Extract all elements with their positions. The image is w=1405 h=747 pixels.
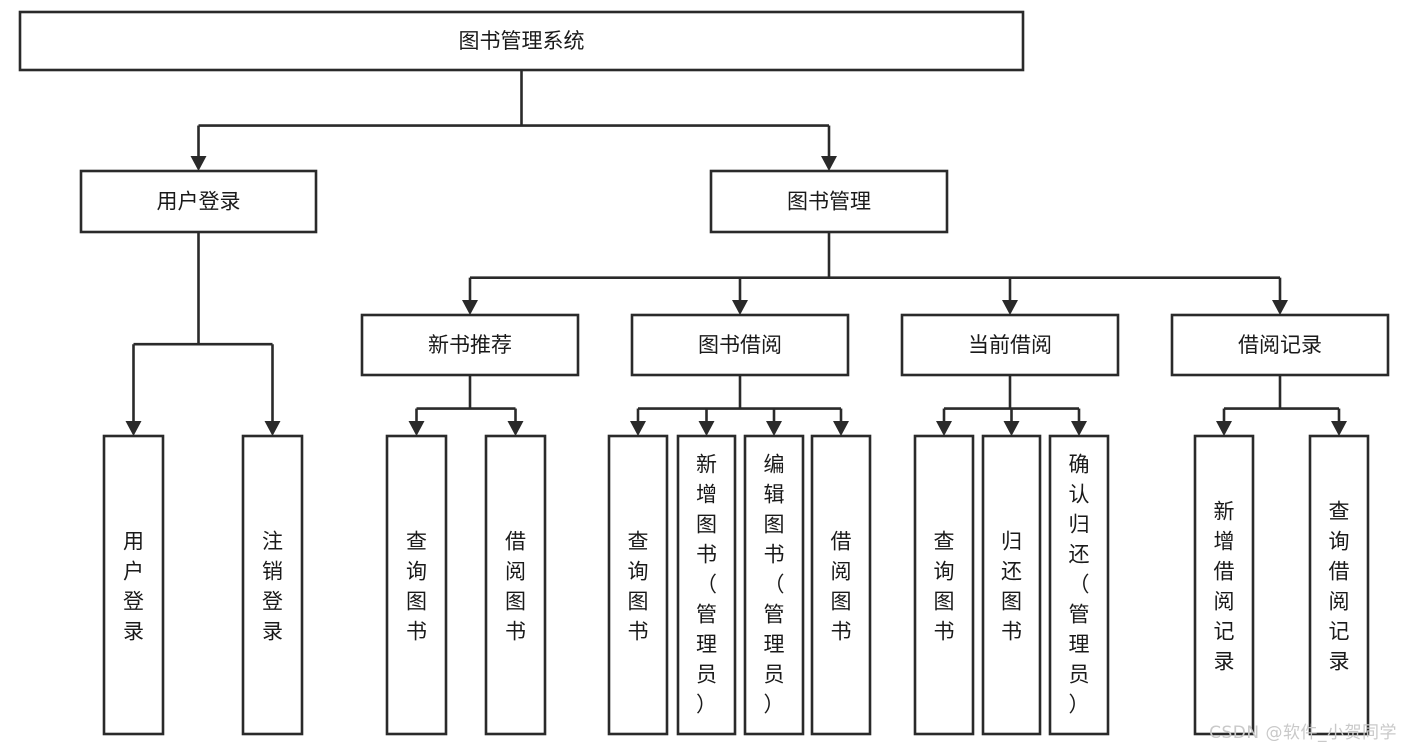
node-leaf-add-record[interactable]: 新增借阅记录 — [1193, 434, 1255, 736]
arrow-head-icon — [630, 421, 646, 436]
node-label: 借阅记录 — [1238, 333, 1322, 357]
node-box[interactable] — [241, 434, 304, 736]
arrow-head-icon — [1331, 421, 1347, 436]
connector-layer — [125, 70, 1347, 436]
node-label: 查询图书 — [628, 529, 649, 643]
node-leaf-query-record[interactable]: 查询借阅记录 — [1308, 434, 1370, 736]
node-box[interactable] — [1193, 434, 1255, 736]
node-leaf-borrow-book-2[interactable]: 借阅图书 — [810, 434, 872, 736]
node-leaf-confirm-return[interactable]: 确认归还（管理员） — [1048, 434, 1110, 736]
node-label: 借阅图书 — [831, 529, 852, 643]
node-label: 图书管理 — [787, 190, 871, 214]
node-box[interactable] — [79, 169, 318, 234]
node-label: 归还图书 — [1001, 529, 1022, 643]
arrow-head-icon — [1003, 421, 1020, 436]
arrow-head-icon — [1071, 421, 1087, 436]
node-box[interactable] — [1170, 313, 1390, 377]
node-leaf-add-book[interactable]: 新增图书（管理员） — [676, 434, 737, 736]
node-leaf-user-login[interactable]: 用户登录 — [102, 434, 165, 736]
node-book-borrow[interactable]: 图书借阅 — [630, 313, 850, 377]
node-box[interactable] — [981, 434, 1042, 736]
node-leaf-query-book-2[interactable]: 查询图书 — [607, 434, 669, 736]
node-leaf-query-book-3[interactable]: 查询图书 — [913, 434, 975, 736]
node-root[interactable]: 图书管理系统 — [18, 10, 1025, 72]
arrow-head-icon — [408, 421, 425, 436]
node-box[interactable] — [1308, 434, 1370, 736]
node-label: 查询图书 — [934, 529, 955, 643]
arrow-head-icon — [1216, 421, 1232, 436]
node-label: 当前借阅 — [968, 333, 1052, 357]
node-leaf-edit-book[interactable]: 编辑图书（管理员） — [743, 434, 805, 736]
arrow-head-icon — [732, 300, 748, 315]
node-box[interactable] — [360, 313, 580, 377]
node-label: 确认归还（管理员） — [1069, 452, 1090, 716]
node-label: 新增图书（管理员） — [696, 452, 717, 716]
arrow-head-icon — [125, 421, 142, 436]
watermark-text: CSDN @软件_小贺同学 — [1209, 723, 1397, 743]
arrow-head-icon — [462, 300, 478, 315]
node-new-book-rec[interactable]: 新书推荐 — [360, 313, 580, 377]
arrow-head-icon — [766, 421, 782, 436]
node-box[interactable] — [385, 434, 448, 736]
node-leaf-user-logout[interactable]: 注销登录 — [241, 434, 304, 736]
node-box[interactable] — [18, 10, 1025, 72]
arrow-head-icon — [698, 421, 715, 436]
node-box[interactable] — [1048, 434, 1110, 736]
node-box[interactable] — [630, 313, 850, 377]
node-box[interactable] — [102, 434, 165, 736]
node-box[interactable] — [484, 434, 547, 736]
node-label: 图书管理系统 — [459, 29, 585, 53]
node-leaf-query-book-1[interactable]: 查询图书 — [385, 434, 448, 736]
node-label: 注销登录 — [262, 529, 283, 643]
arrow-head-icon — [821, 156, 837, 171]
arrow-head-icon — [264, 421, 281, 436]
node-box[interactable] — [709, 169, 949, 234]
node-box[interactable] — [743, 434, 805, 736]
node-box[interactable] — [607, 434, 669, 736]
node-label: 借阅图书 — [505, 529, 526, 643]
arrow-head-icon — [833, 421, 849, 436]
arrow-head-icon — [1002, 300, 1018, 315]
node-leaf-borrow-book-1[interactable]: 借阅图书 — [484, 434, 547, 736]
node-layer: 图书管理系统用户登录图书管理新书推荐图书借阅当前借阅借阅记录用户登录注销登录查询… — [18, 10, 1390, 736]
arrow-head-icon — [190, 156, 207, 171]
node-label: 图书借阅 — [698, 333, 782, 357]
arrow-head-icon — [1272, 300, 1288, 315]
node-user-login[interactable]: 用户登录 — [79, 169, 318, 234]
node-borrow-record[interactable]: 借阅记录 — [1170, 313, 1390, 377]
node-label: 新增借阅记录 — [1214, 499, 1235, 673]
node-box[interactable] — [810, 434, 872, 736]
node-label: 编辑图书（管理员） — [764, 452, 785, 716]
node-label: 查询借阅记录 — [1329, 499, 1350, 673]
node-book-manage[interactable]: 图书管理 — [709, 169, 949, 234]
node-label: 用户登录 — [157, 190, 241, 214]
arrow-head-icon — [936, 421, 952, 436]
node-label: 用户登录 — [123, 529, 144, 643]
node-label: 查询图书 — [406, 529, 427, 643]
node-box[interactable] — [676, 434, 737, 736]
node-current-borrow[interactable]: 当前借阅 — [900, 313, 1120, 377]
arrow-head-icon — [507, 421, 524, 436]
node-box[interactable] — [913, 434, 975, 736]
node-leaf-return-book[interactable]: 归还图书 — [981, 434, 1042, 736]
node-box[interactable] — [900, 313, 1120, 377]
node-label: 新书推荐 — [428, 333, 512, 357]
